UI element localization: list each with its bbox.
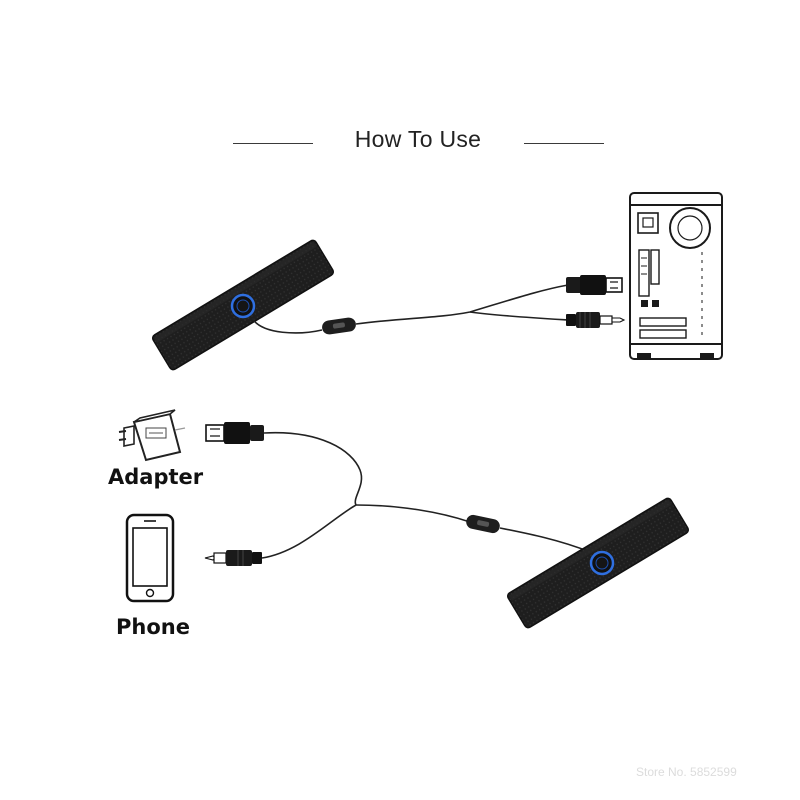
power-button-icon [230,293,256,319]
computer-tower-icon [629,192,723,360]
store-watermark: Store No. 5852599 [636,765,737,779]
inline-switch-icon [466,514,500,534]
title-rule-right [524,143,604,144]
usb-plug-icon [205,422,264,444]
power-adapter-icon [118,409,186,462]
speaker-top [152,239,334,371]
audio-jack-icon [204,550,262,566]
audio-jack-icon [566,312,626,328]
power-button-icon [589,550,615,576]
adapter-label: Adapter [108,465,204,489]
cable-top [251,284,569,334]
phone-label: Phone [116,615,190,639]
speaker-bottom [507,497,689,629]
title-rule-left [233,143,313,144]
inline-switch-icon [322,317,356,335]
smartphone-icon [125,513,175,603]
header: How To Use [0,126,800,162]
usb-plug-icon [566,275,623,295]
cable-bottom [261,431,591,559]
page-title: How To Use [354,126,482,152]
